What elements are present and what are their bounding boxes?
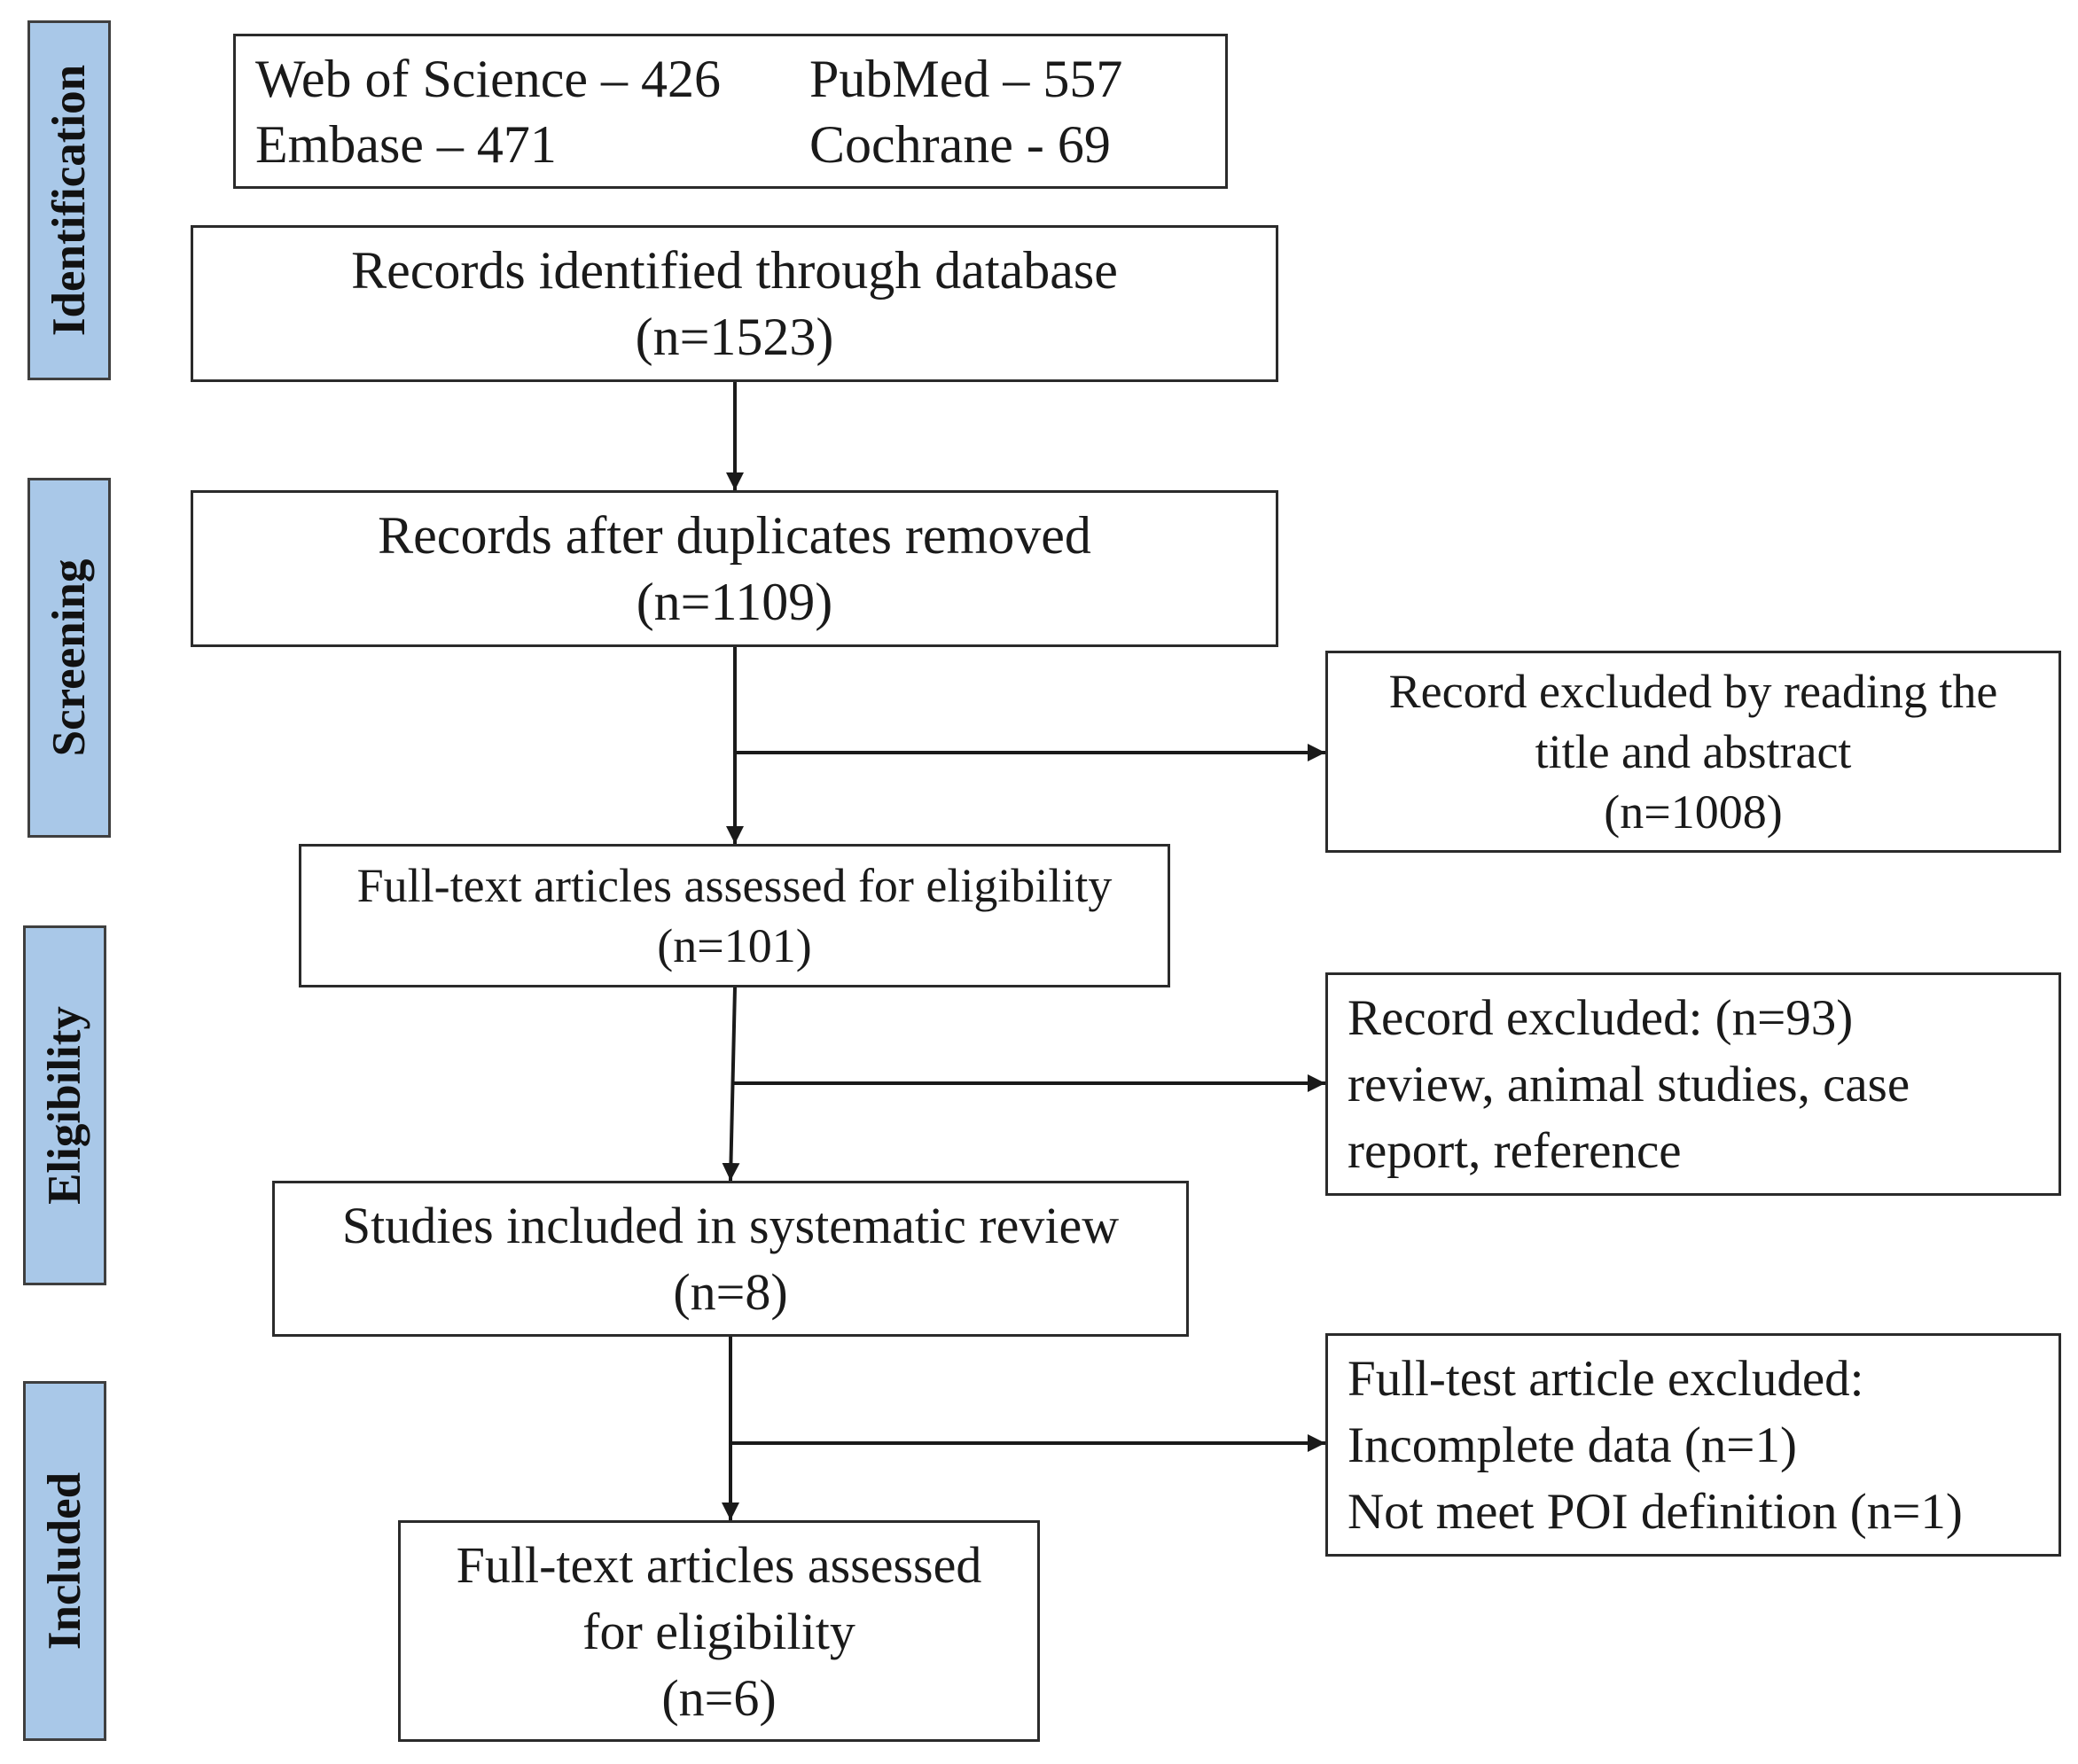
final-included-line2: for eligibility	[582, 1602, 855, 1660]
phase-eligibility-bar: Eligibility	[23, 925, 106, 1285]
database-sources-box: Web of Science – 426 PubMed – 557 Embase…	[233, 34, 1228, 189]
fulltext-assessed-label: Full-text articles assessed for eligibil…	[356, 859, 1113, 912]
final-included-box: Full-text articles assessed for eligibil…	[398, 1520, 1040, 1742]
source-pubmed: PubMed – 557	[809, 49, 1123, 108]
excluded-fulltext-box: Full-test article excluded: Incomplete d…	[1325, 1333, 2061, 1557]
final-included-line1: Full-text articles assessed	[456, 1535, 982, 1594]
fulltext-assessed-count: (n=101)	[657, 919, 812, 972]
excluded-title-abstract-line2: title and abstract	[1535, 725, 1852, 778]
records-deduplicated-box: Records after duplicates removed (n=1109…	[191, 490, 1278, 647]
records-deduplicated-count: (n=1109)	[636, 572, 833, 631]
systematic-review-label: Studies included in systematic review	[341, 1197, 1120, 1254]
records-identified-count: (n=1523)	[635, 307, 834, 366]
records-deduplicated-label: Records after duplicates removed	[378, 505, 1091, 565]
records-identified-label: Records identified through database	[351, 240, 1118, 300]
excluded-title-abstract-line1: Record excluded by reading the	[1388, 665, 1998, 718]
excluded-fulltext-line1: Full-test article excluded:	[1348, 1350, 1864, 1407]
source-cochrane: Cochrane - 69	[809, 114, 1111, 174]
excluded-fulltext-line3: Not meet POI definition (n=1)	[1348, 1483, 1963, 1540]
excluded-title-abstract-box: Record excluded by reading the title and…	[1325, 651, 2061, 853]
arrow-fulltext-to-systematic-review	[722, 987, 740, 1182]
source-web-of-science: Web of Science – 426	[255, 49, 721, 108]
excluded-records-box: Record excluded: (n=93) review, animal s…	[1325, 972, 2061, 1196]
records-identified-box: Records identified through database (n=1…	[191, 225, 1278, 382]
excluded-title-abstract-count: (n=1008)	[1604, 785, 1783, 839]
excluded-fulltext-line2: Incomplete data (n=1)	[1348, 1417, 1797, 1473]
systematic-review-box: Studies included in systematic review (n…	[272, 1181, 1189, 1337]
excluded-records-line1: Record excluded: (n=93)	[1348, 989, 1854, 1046]
fulltext-assessed-box: Full-text articles assessed for eligibil…	[299, 844, 1170, 987]
phase-screening-bar: Screening	[27, 478, 111, 838]
phase-identification-bar: Identification	[27, 20, 111, 380]
phase-included-bar: Included	[23, 1381, 106, 1741]
systematic-review-count: (n=8)	[673, 1263, 788, 1321]
final-included-count: (n=6)	[661, 1668, 777, 1727]
excluded-records-line3: report, reference	[1348, 1122, 1682, 1179]
source-embase: Embase – 471	[255, 114, 557, 174]
excluded-records-line2: review, animal studies, case	[1348, 1056, 1910, 1112]
